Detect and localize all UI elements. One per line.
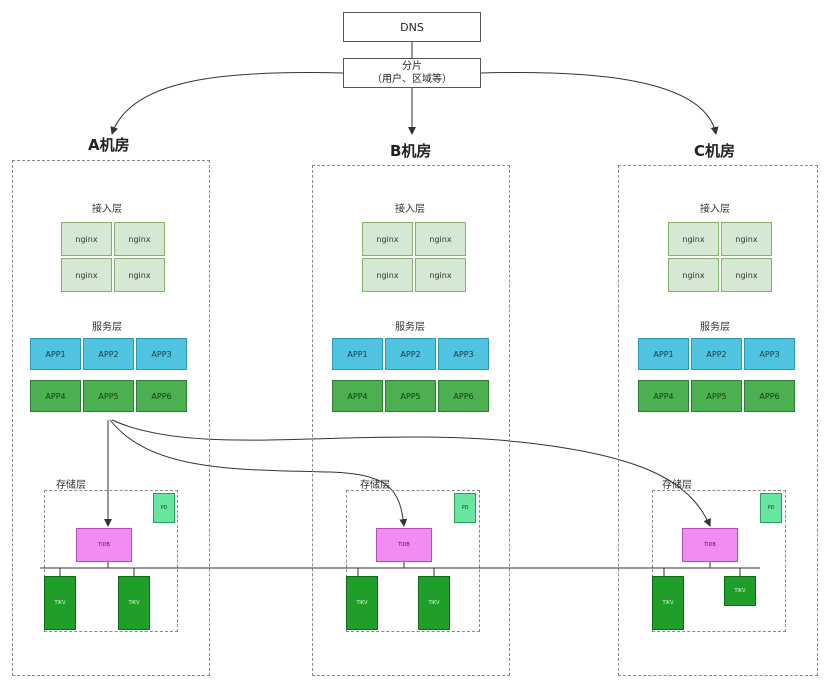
nginx-box: nginx xyxy=(668,222,719,256)
nginx-box: nginx xyxy=(61,222,112,256)
nginx-box: nginx xyxy=(721,222,772,256)
tikv-box: TiKV xyxy=(346,576,378,630)
access-layer-label: 接入层 xyxy=(395,204,425,215)
service-layer-label: 服务层 xyxy=(92,322,122,333)
app2-box: APP2 xyxy=(385,338,436,370)
app3-box: APP3 xyxy=(136,338,187,370)
app1-box: APP1 xyxy=(30,338,81,370)
tidb-box: TiDB xyxy=(376,528,432,562)
nginx-box: nginx xyxy=(114,222,165,256)
room-c-container xyxy=(618,165,818,676)
shard-to-room-a-arrow xyxy=(110,72,344,135)
app4-box: APP4 xyxy=(30,380,81,412)
storage-container xyxy=(44,490,178,632)
pd-box: PD xyxy=(760,493,782,523)
app5-to-tidb-b-arrow xyxy=(109,419,408,527)
shard-box: 分片 （用户、区域等） xyxy=(343,58,481,88)
room-b-title: B机房 xyxy=(390,142,432,160)
app5-to-tidb-c-arrow xyxy=(111,419,711,527)
nginx-box: nginx xyxy=(668,258,719,292)
tidb-box: TiDB xyxy=(76,528,132,562)
nginx-box: nginx xyxy=(362,258,413,292)
shard-title: 分片 xyxy=(402,61,422,72)
tidb-box: TiDB xyxy=(682,528,738,562)
access-layer-label: 接入层 xyxy=(700,204,730,215)
dns-box: DNS xyxy=(343,12,481,42)
app5-box: APP5 xyxy=(385,380,436,412)
app1-box: APP1 xyxy=(638,338,689,370)
pd-box: PD xyxy=(153,493,175,523)
tikv-box: TiKV xyxy=(44,576,76,630)
app6-box: APP6 xyxy=(438,380,489,412)
room-c-title: C机房 xyxy=(694,142,736,160)
nginx-box: nginx xyxy=(362,222,413,256)
shard-to-room-c-arrow xyxy=(480,72,719,135)
tikv-box: TiKV xyxy=(418,576,450,630)
storage-layer-label: 存储层 xyxy=(56,480,86,491)
app2-box: APP2 xyxy=(83,338,134,370)
storage-layer-label: 存储层 xyxy=(360,480,390,491)
service-layer-label: 服务层 xyxy=(395,322,425,333)
dns-label: DNS xyxy=(400,20,424,34)
app3-box: APP3 xyxy=(744,338,795,370)
tikv-box: TiKV xyxy=(652,576,684,630)
storage-container xyxy=(652,490,786,632)
tikv-box: TiKV xyxy=(118,576,150,630)
tikv-box: TiKV xyxy=(724,576,756,606)
app3-box: APP3 xyxy=(438,338,489,370)
pd-box: PD xyxy=(454,493,476,523)
app5-box: APP5 xyxy=(83,380,134,412)
app4-box: APP4 xyxy=(332,380,383,412)
nginx-box: nginx xyxy=(415,222,466,256)
room-a-title: A机房 xyxy=(88,136,130,154)
room-a-container xyxy=(12,160,210,676)
shard-subtitle: （用户、区域等） xyxy=(372,74,452,85)
room-b-container xyxy=(312,165,510,676)
access-layer-label: 接入层 xyxy=(92,204,122,215)
app6-box: APP6 xyxy=(744,380,795,412)
nginx-box: nginx xyxy=(114,258,165,292)
service-layer-label: 服务层 xyxy=(700,322,730,333)
storage-layer-label: 存储层 xyxy=(662,480,692,491)
app1-box: APP1 xyxy=(332,338,383,370)
nginx-box: nginx xyxy=(721,258,772,292)
app4-box: APP4 xyxy=(638,380,689,412)
app2-box: APP2 xyxy=(691,338,742,370)
storage-container xyxy=(346,490,480,632)
app5-box: APP5 xyxy=(691,380,742,412)
nginx-box: nginx xyxy=(61,258,112,292)
app6-box: APP6 xyxy=(136,380,187,412)
nginx-box: nginx xyxy=(415,258,466,292)
